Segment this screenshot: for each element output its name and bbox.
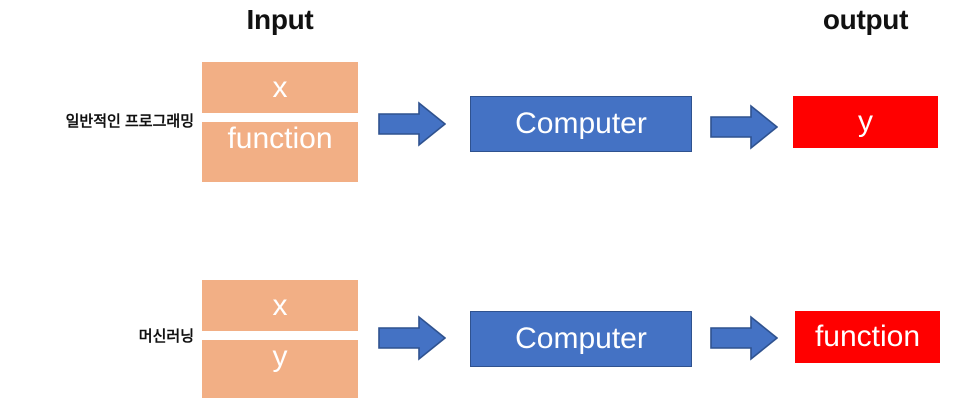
stack-divider-row-1 — [202, 113, 358, 122]
row-label-traditional-programming: 일반적인 프로그래밍 — [65, 113, 194, 130]
row-label-machine-learning: 머신러닝 — [138, 328, 194, 345]
input-stack-row-2: x y — [202, 280, 358, 398]
process-box-row-1: Computer — [470, 96, 692, 152]
stack-divider-row-2 — [202, 331, 358, 340]
output-box-row-1: y — [793, 96, 938, 148]
input-box-row-1-item-1: x — [202, 62, 358, 113]
process-box-row-2: Computer — [470, 311, 692, 367]
input-box-row-1-item-2: function — [202, 122, 358, 182]
input-box-row-2-item-1: x — [202, 280, 358, 331]
right-arrow-icon — [378, 101, 446, 147]
output-box-row-2: function — [795, 311, 940, 363]
input-stack-row-1: x function — [202, 62, 358, 182]
right-arrow-icon — [378, 315, 446, 361]
column-header-input: Input — [246, 4, 314, 35]
right-arrow-icon — [710, 104, 778, 150]
column-header-output: output — [822, 4, 909, 35]
right-arrow-icon — [710, 315, 778, 361]
input-box-row-2-item-2: y — [202, 340, 358, 398]
